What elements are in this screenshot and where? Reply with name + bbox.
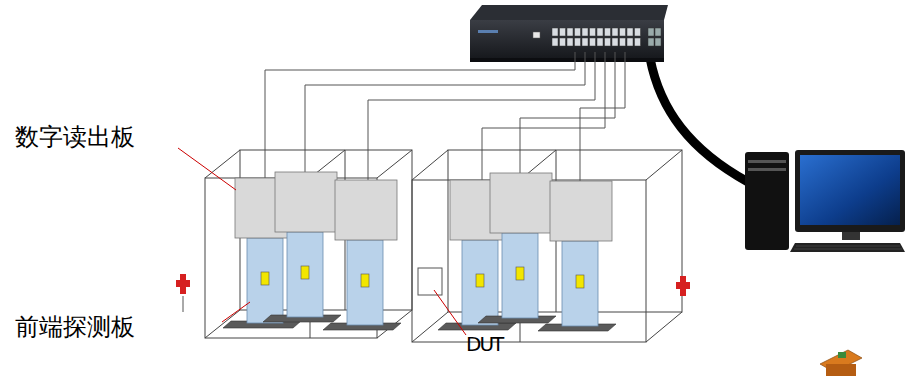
- reference-mark: [176, 274, 690, 296]
- front-end-board: [247, 238, 283, 323]
- readout-board: [550, 181, 612, 241]
- switch-port: [605, 38, 611, 46]
- callout-label: 前端探测板: [15, 314, 135, 340]
- network-switch: [470, 5, 668, 62]
- sensor-chip: [576, 275, 584, 288]
- switch-port: [567, 38, 573, 46]
- computer: [745, 150, 905, 252]
- enclosure-box: [205, 150, 412, 338]
- switch-port: [627, 38, 633, 46]
- front-end-board: [562, 241, 598, 326]
- switch-port: [648, 28, 654, 36]
- switch-port: [620, 28, 626, 36]
- switch-port: [635, 38, 641, 46]
- front-end-board: [287, 232, 323, 317]
- switch-port: [597, 28, 603, 36]
- switch-port: [612, 28, 618, 36]
- front-end-board: [502, 233, 538, 318]
- callout-label: 数字读出板: [15, 124, 135, 150]
- switch-port: [552, 28, 558, 36]
- front-end-board: [347, 240, 383, 325]
- switch-port: [582, 28, 588, 36]
- network-cable: [650, 58, 748, 182]
- readout-board: [275, 172, 337, 232]
- switch-port: [605, 28, 611, 36]
- switch-port: [560, 38, 566, 46]
- switch-port: [635, 28, 641, 36]
- switch-port: [648, 38, 654, 46]
- switch-port: [552, 38, 558, 46]
- switch-port: [620, 38, 626, 46]
- switch-port: [575, 38, 581, 46]
- switch-port: [567, 28, 573, 36]
- switch-port: [655, 38, 661, 46]
- switch-port: [590, 28, 596, 36]
- sensor-chip: [261, 272, 269, 285]
- switch-port: [560, 28, 566, 36]
- sensor-chip: [361, 274, 369, 287]
- sensor-chip: [301, 266, 309, 279]
- data-wires: [265, 52, 625, 185]
- mark-arrow: [183, 296, 184, 312]
- switch-port: [655, 28, 661, 36]
- switch-port: [627, 28, 633, 36]
- callout-label: DUT: [466, 333, 502, 355]
- readout-board: [335, 180, 397, 240]
- dut-sample: [418, 268, 442, 295]
- readout-board: [490, 173, 552, 233]
- front-end-board: [462, 240, 498, 325]
- enclosure-box: [412, 150, 682, 342]
- switch-port: [575, 28, 581, 36]
- sensor-chip: [516, 267, 524, 280]
- switch-port: [582, 38, 588, 46]
- switch-port: [597, 38, 603, 46]
- decor-object: [820, 350, 862, 376]
- leader-line: [178, 148, 466, 335]
- switch-port: [612, 38, 618, 46]
- sensor-chip: [476, 274, 484, 287]
- switch-port: [590, 38, 596, 46]
